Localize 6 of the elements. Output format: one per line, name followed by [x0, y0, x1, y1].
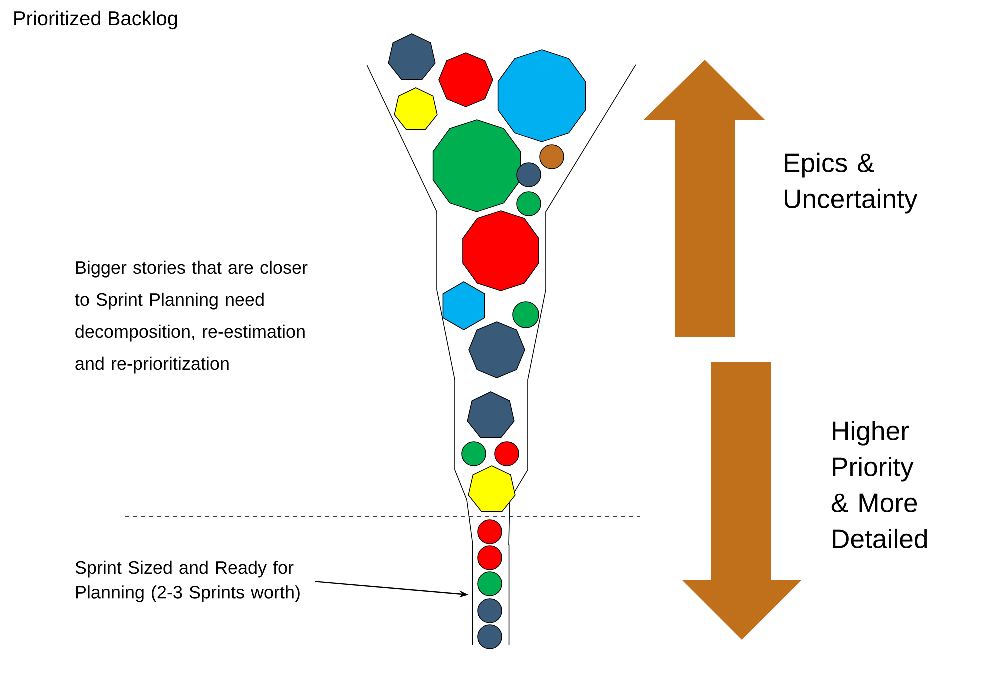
text-label: Bigger stories that are closer to Sprint Planning need decomposition, re-estimation and re-prioritization [75, 260, 308, 374]
funnel-stem [472, 544, 510, 646]
text-label: Epics & Uncertainty [785, 152, 918, 214]
text-label: Higher Priority & More Detailed [832, 420, 928, 549]
annotation-text: Sprint Sized and Ready for Planning (2-3 Sprints worth) [76, 560, 300, 602]
text-label: Prioritized Backlog [14, 10, 178, 30]
